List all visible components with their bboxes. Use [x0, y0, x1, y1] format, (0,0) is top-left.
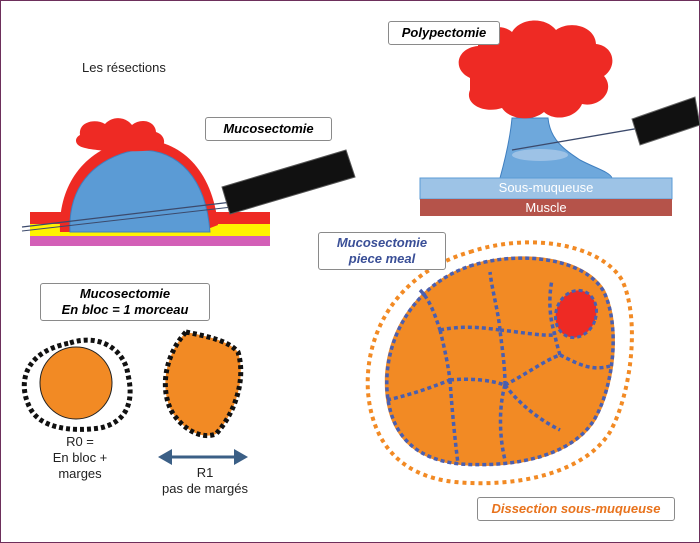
red-spot: [553, 288, 599, 340]
label-r1: R1 pas de margés: [150, 465, 260, 497]
label-dissection: Dissection sous-muqueuse: [477, 497, 675, 521]
stalk-base-shadow: [512, 149, 568, 161]
muscle-bar: [420, 199, 672, 216]
r1-arrow-left-head: [158, 449, 172, 465]
r1-arrow-right-head: [234, 449, 248, 465]
r0-line-2: En bloc +: [52, 450, 108, 465]
label-sous-muqueuse: Sous-muqueuse: [498, 180, 594, 195]
r1-line-1: R1: [196, 465, 214, 480]
piece-meal-cut-lines: [386, 271, 611, 465]
en-bloc-line-2: En bloc = 1 morceau: [61, 302, 189, 317]
label-r0: R0 = En bloc + marges: [40, 434, 120, 482]
label-polypectomie: Polypectomie: [388, 21, 500, 45]
en-bloc-illustration: [21, 329, 248, 465]
polypectomie-wire: [511, 127, 641, 151]
r1-orange-piece: [162, 329, 244, 438]
snare-wire-1: [21, 201, 233, 228]
red-polyp-top: [75, 118, 165, 152]
label-mucosectomie: Mucosectomie: [205, 117, 332, 141]
dissection-orange-margin: [365, 240, 634, 486]
piece-meal-line-2: piece meal: [348, 251, 416, 266]
piece-meal-blue-outline: [385, 256, 615, 467]
muscle-pink-layer: [30, 236, 270, 246]
label-en-bloc: Mucosectomie En bloc = 1 morceau: [40, 283, 210, 321]
label-polypectomie-text: Polypectomie: [401, 25, 487, 40]
r0-orange-disc: [39, 346, 113, 420]
label-muscle: Muscle: [525, 200, 567, 215]
dissection-illustration: [365, 240, 634, 486]
r0-line-1: R0 =: [66, 434, 94, 449]
polypectomie-endoscope: [631, 96, 700, 146]
r0-line-3: marges: [58, 466, 102, 481]
label-mucosectomie-text: Mucosectomie: [223, 121, 314, 136]
en-bloc-line-1: Mucosectomie: [79, 286, 171, 301]
mucosectomie-illustration: [21, 118, 356, 246]
blue-stalk: [499, 117, 613, 179]
snare-wire-2: [21, 206, 233, 232]
r1-line-2: pas de margés: [162, 481, 248, 496]
label-dissection-text: Dissection sous-muqueuse: [491, 501, 661, 516]
diagram-title: Les résections: [82, 60, 166, 75]
label-piece-meal: Mucosectomie piece meal: [318, 232, 446, 270]
piece-meal-line-1: Mucosectomie: [336, 235, 428, 250]
endoscope-tube: [221, 149, 356, 215]
